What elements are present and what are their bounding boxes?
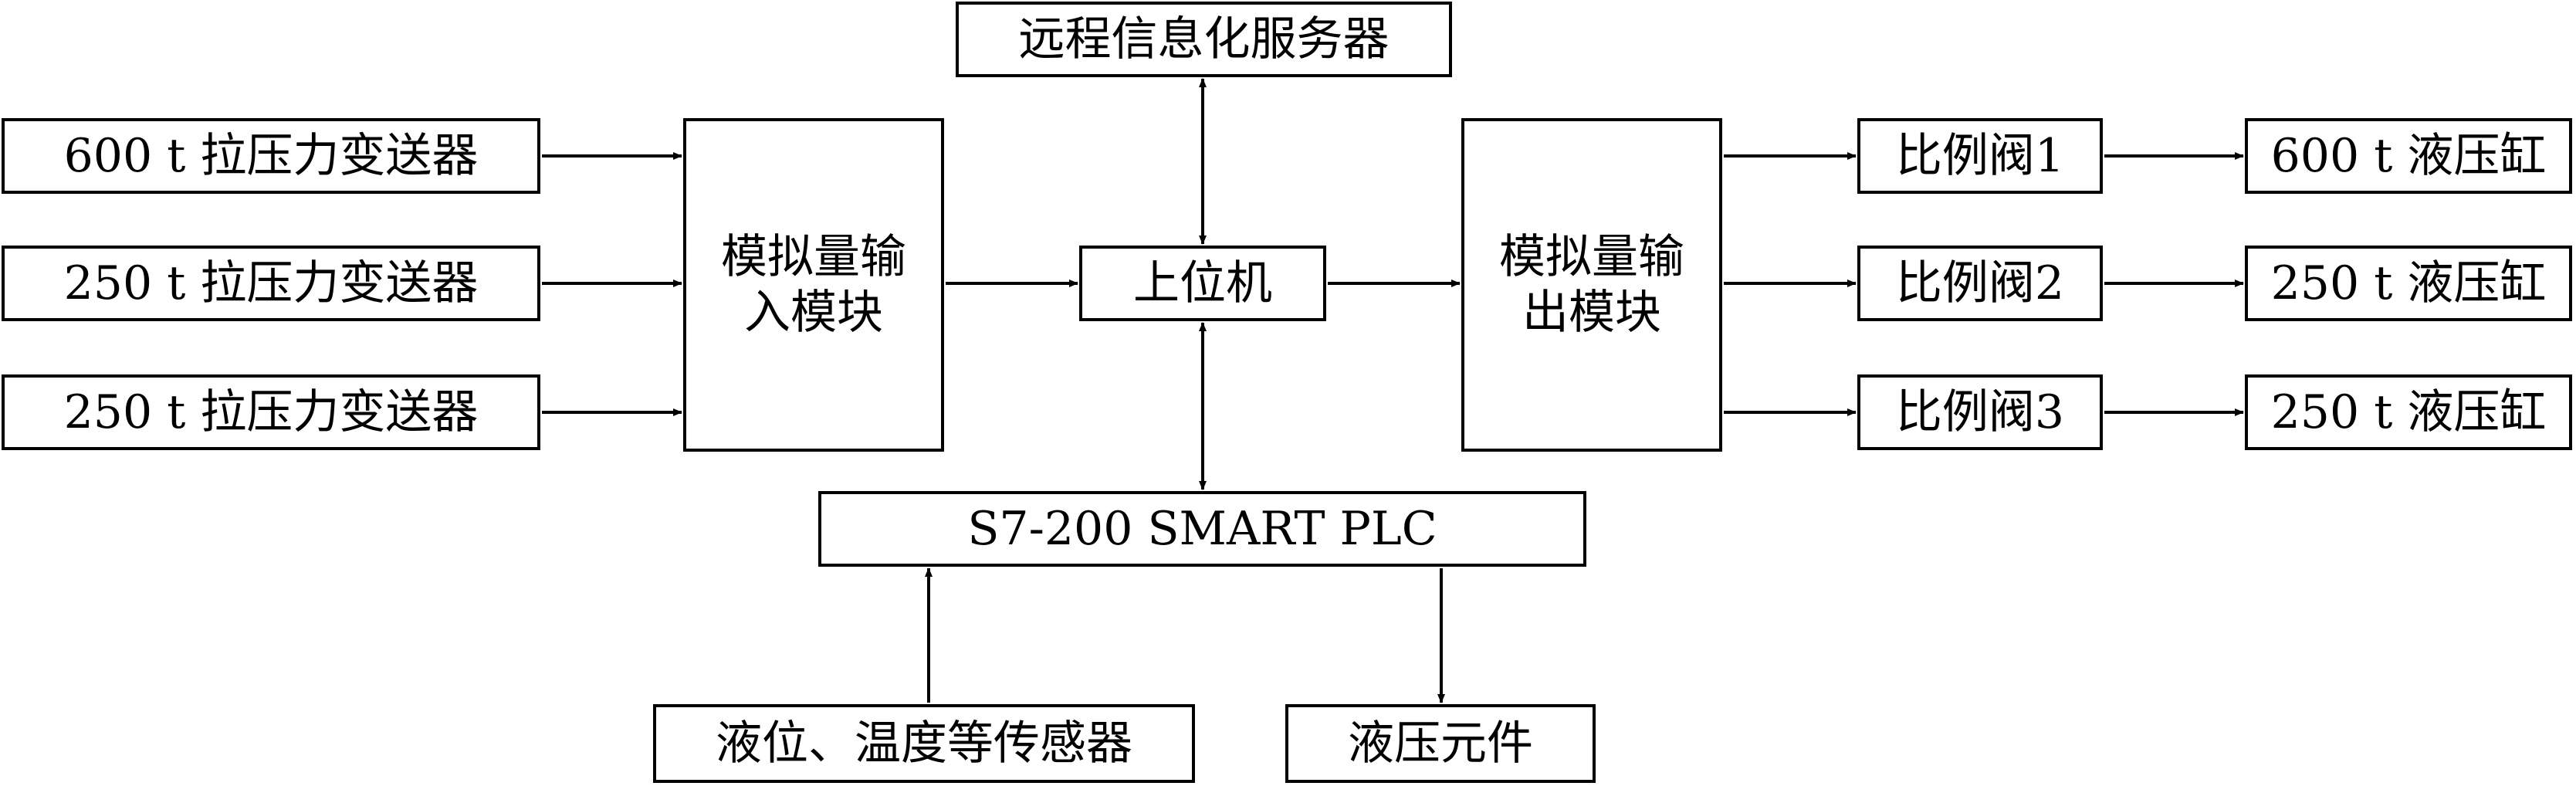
proportional-valve-box-2: 比例阀2	[1857, 246, 2103, 321]
transmitter-box-3: 250 t 拉压力变送器	[2, 374, 540, 450]
proportional-valve-label-2: 比例阀2	[1895, 256, 2065, 310]
remote-server-label: 远程信息化服务器	[1018, 12, 1390, 66]
plc-label: S7-200 SMART PLC	[967, 502, 1437, 556]
hydraulic-components-box: 液压元件	[1285, 704, 1596, 783]
host-computer-box: 上位机	[1079, 246, 1326, 321]
hydraulic-cylinder-box-1: 600 t 液压缸	[2245, 118, 2572, 194]
plc-box: S7-200 SMART PLC	[818, 491, 1586, 567]
analog-input-module-label: 模拟量输入模块	[721, 230, 906, 340]
analog-output-module-box: 模拟量输出模块	[1461, 118, 1722, 452]
transmitter-box-1: 600 t 拉压力变送器	[2, 118, 540, 194]
analog-output-module-label: 模拟量输出模块	[1499, 230, 1684, 340]
analog-input-module-box: 模拟量输入模块	[683, 118, 944, 452]
transmitter-label-1: 600 t 拉压力变送器	[63, 129, 479, 183]
hydraulic-cylinder-box-3: 250 t 液压缸	[2245, 374, 2572, 450]
hydraulic-cylinder-label-3: 250 t 液压缸	[2270, 385, 2547, 439]
proportional-valve-box-1: 比例阀1	[1857, 118, 2103, 194]
transmitter-box-2: 250 t 拉压力变送器	[2, 246, 540, 321]
proportional-valve-label-3: 比例阀3	[1895, 385, 2065, 439]
proportional-valve-box-3: 比例阀3	[1857, 374, 2103, 450]
hydraulic-cylinder-label-1: 600 t 液压缸	[2270, 129, 2547, 183]
sensors-box: 液位、温度等传感器	[653, 704, 1195, 783]
hydraulic-components-label: 液压元件	[1348, 717, 1533, 771]
host-computer-label: 上位机	[1133, 256, 1272, 310]
hydraulic-cylinder-box-2: 250 t 液压缸	[2245, 246, 2572, 321]
transmitter-label-2: 250 t 拉压力变送器	[63, 256, 479, 310]
sensors-label: 液位、温度等传感器	[716, 717, 1132, 771]
transmitter-label-3: 250 t 拉压力变送器	[63, 385, 479, 439]
remote-server-box: 远程信息化服务器	[956, 2, 1452, 77]
proportional-valve-label-1: 比例阀1	[1895, 129, 2065, 183]
hydraulic-cylinder-label-2: 250 t 液压缸	[2270, 256, 2547, 310]
